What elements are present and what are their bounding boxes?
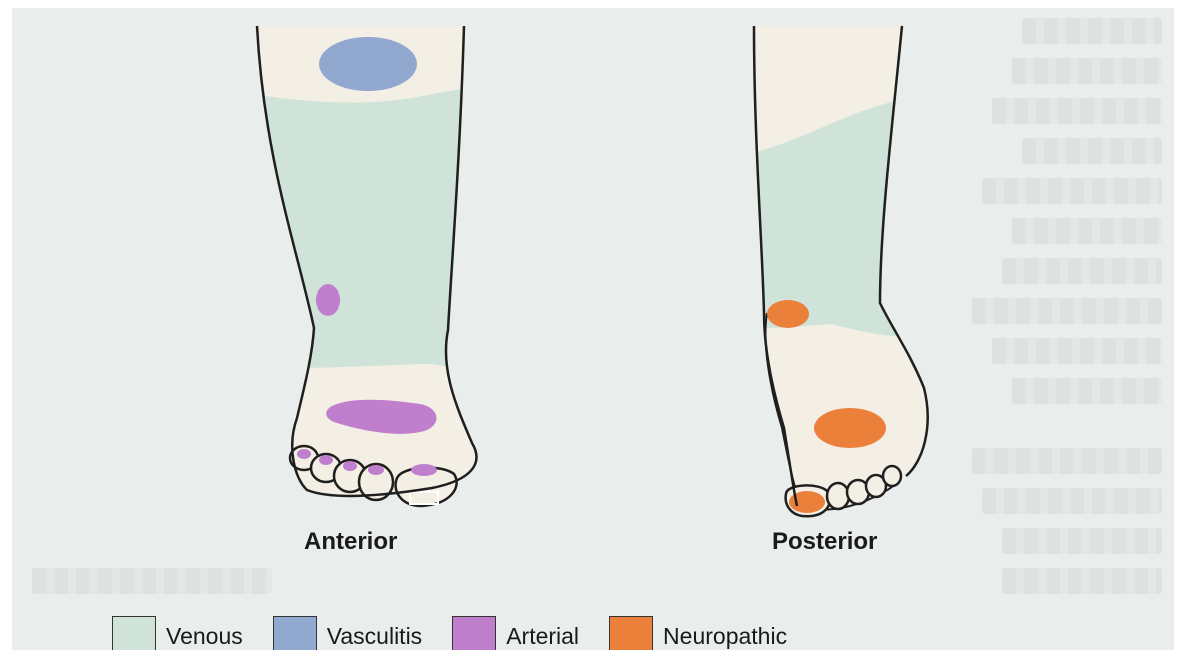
arterial-lesion-ankle: [316, 284, 340, 316]
venous-zone-posterior: [712, 98, 912, 338]
neuropathic-lesion-heel: [767, 300, 809, 328]
caption-anterior: Anterior: [304, 528, 397, 556]
legs-illustration: [12, 8, 1174, 650]
arterial-toe-lesion: [343, 461, 357, 471]
legend-item-arterial: Arterial: [452, 616, 579, 650]
anterior-leg: [212, 8, 512, 506]
posterior-leg: [712, 26, 928, 516]
legend-item-vasculitis: Vasculitis: [273, 616, 422, 650]
legend-label: Arterial: [506, 623, 579, 650]
legend-swatch-vasculitis: [273, 616, 317, 650]
neuropathic-lesion-forefoot: [814, 408, 886, 448]
legend-label: Neuropathic: [663, 623, 787, 650]
legend-item-venous: Venous: [112, 616, 243, 650]
legend-label: Venous: [166, 623, 243, 650]
arterial-toe-lesion: [297, 449, 311, 459]
legend-swatch-venous: [112, 616, 156, 650]
legend-swatch-neuropathic: [609, 616, 653, 650]
legend-label: Vasculitis: [327, 623, 422, 650]
diagram-figure: Anterior Posterior Venous Vasculitis Art…: [12, 8, 1174, 650]
legend-swatch-arterial: [452, 616, 496, 650]
legend-item-neuropathic: Neuropathic: [609, 616, 787, 650]
caption-posterior: Posterior: [772, 528, 877, 556]
vasculitis-lesion-anterior: [319, 37, 417, 91]
arterial-toe-lesion: [319, 455, 333, 465]
arterial-toe-lesion: [411, 464, 437, 476]
legend: Venous Vasculitis Arterial Neuropathic: [112, 616, 817, 650]
venous-zone-anterior: [212, 80, 512, 368]
arterial-toe-lesion: [368, 465, 384, 475]
